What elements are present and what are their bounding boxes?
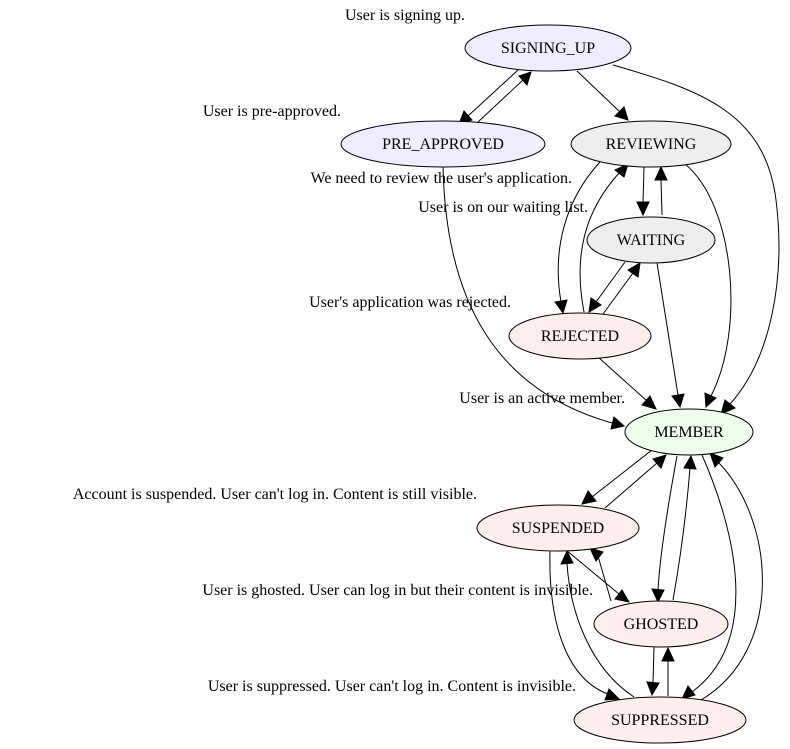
description-waiting: User is on our waiting list. <box>418 199 588 216</box>
node-waiting-label: WAITING <box>617 232 686 249</box>
edge-rejected-to-waiting <box>602 262 641 315</box>
edge-suspended-to-ghosted <box>565 549 631 603</box>
description-suppressed: User is suppressed. User can't log in. C… <box>208 678 576 695</box>
edge-ghosted-to-member <box>672 454 697 601</box>
node-rejected-label: REJECTED <box>541 328 619 345</box>
edge-member-to-suspended <box>581 449 653 505</box>
edge-rejected-to-member <box>597 356 657 410</box>
node-pre-approved-shape <box>340 120 546 168</box>
node-reviewing-label: REVIEWING <box>606 136 697 153</box>
edge-suppressed-to-suspended <box>560 549 635 698</box>
node-rejected-shape <box>508 312 652 360</box>
node-ghosted-label: GHOSTED <box>624 616 699 633</box>
edge-rejected-to-reviewing <box>579 163 629 313</box>
edge-signing-up-to-member <box>612 64 780 415</box>
edge-reviewing-to-member <box>684 163 732 409</box>
edge-waiting-to-rejected <box>588 261 626 313</box>
edge-suspended-to-suppressed <box>549 549 621 701</box>
description-member: User is an active member. <box>459 390 625 407</box>
edge-pre-approved-to-signing-up <box>477 71 532 123</box>
edge-pre-approved-to-member <box>442 166 626 430</box>
node-suspended-shape <box>476 504 640 552</box>
node-waiting: WAITING <box>586 216 716 264</box>
node-waiting-shape <box>586 216 716 264</box>
description-ghosted: User is ghosted. User can log in but the… <box>202 582 593 599</box>
node-suppressed-label: SUPPRESSED <box>611 712 709 729</box>
node-pre-approved-label: PRE_APPROVED <box>382 136 504 153</box>
description-suspended: Account is suspended. User can't log in.… <box>73 486 477 503</box>
node-suppressed: SUPPRESSED <box>573 696 747 744</box>
edge-waiting-to-member <box>656 262 685 409</box>
description-pre-approved: User is pre-approved. <box>203 103 341 120</box>
edge-member-to-suppressed <box>681 454 737 700</box>
node-signing-up-label: SIGNING_UP <box>501 40 595 57</box>
node-reviewing-shape <box>570 120 732 168</box>
edge-member-to-ghosted <box>651 455 678 604</box>
edge-suppressed-to-ghosted <box>661 646 675 696</box>
node-suspended: SUSPENDED <box>476 504 640 552</box>
node-member-label: MEMBER <box>654 424 724 441</box>
edge-signing-up-to-reviewing <box>576 70 629 121</box>
node-reviewing: REVIEWING <box>570 120 732 168</box>
node-signing-up: SIGNING_UP <box>464 24 632 72</box>
description-reviewing: We need to review the user's application… <box>311 170 573 187</box>
node-pre-approved: PRE_APPROVED <box>340 120 546 168</box>
node-ghosted-shape <box>593 600 729 648</box>
node-suspended-label: SUSPENDED <box>512 520 604 537</box>
edge-suppressed-to-member <box>700 452 763 701</box>
description-signing-up: User is signing up. <box>345 7 465 24</box>
node-member: MEMBER <box>624 408 754 456</box>
edge-reviewing-to-rejected <box>554 161 601 315</box>
edge-reviewing-to-waiting <box>636 166 650 217</box>
description-rejected: User's application was rejected. <box>309 294 511 311</box>
edges <box>442 64 780 701</box>
edge-signing-up-to-pre-approved <box>458 69 519 125</box>
node-ghosted: GHOSTED <box>593 600 729 648</box>
node-rejected: REJECTED <box>508 312 652 360</box>
node-signing-up-shape <box>464 24 632 72</box>
node-member-shape <box>624 408 754 456</box>
edge-suspended-to-member <box>604 454 667 509</box>
edge-ghosted-to-suppressed <box>646 646 660 697</box>
nodes: SIGNING_UP PRE_APPROVED REVIEWING WAITIN… <box>340 24 754 744</box>
edge-ghosted-to-suspended <box>589 547 612 602</box>
descriptions: User is signing up. User is pre-approved… <box>73 7 625 695</box>
edge-waiting-to-reviewing <box>654 165 668 216</box>
node-suppressed-shape <box>573 696 747 744</box>
